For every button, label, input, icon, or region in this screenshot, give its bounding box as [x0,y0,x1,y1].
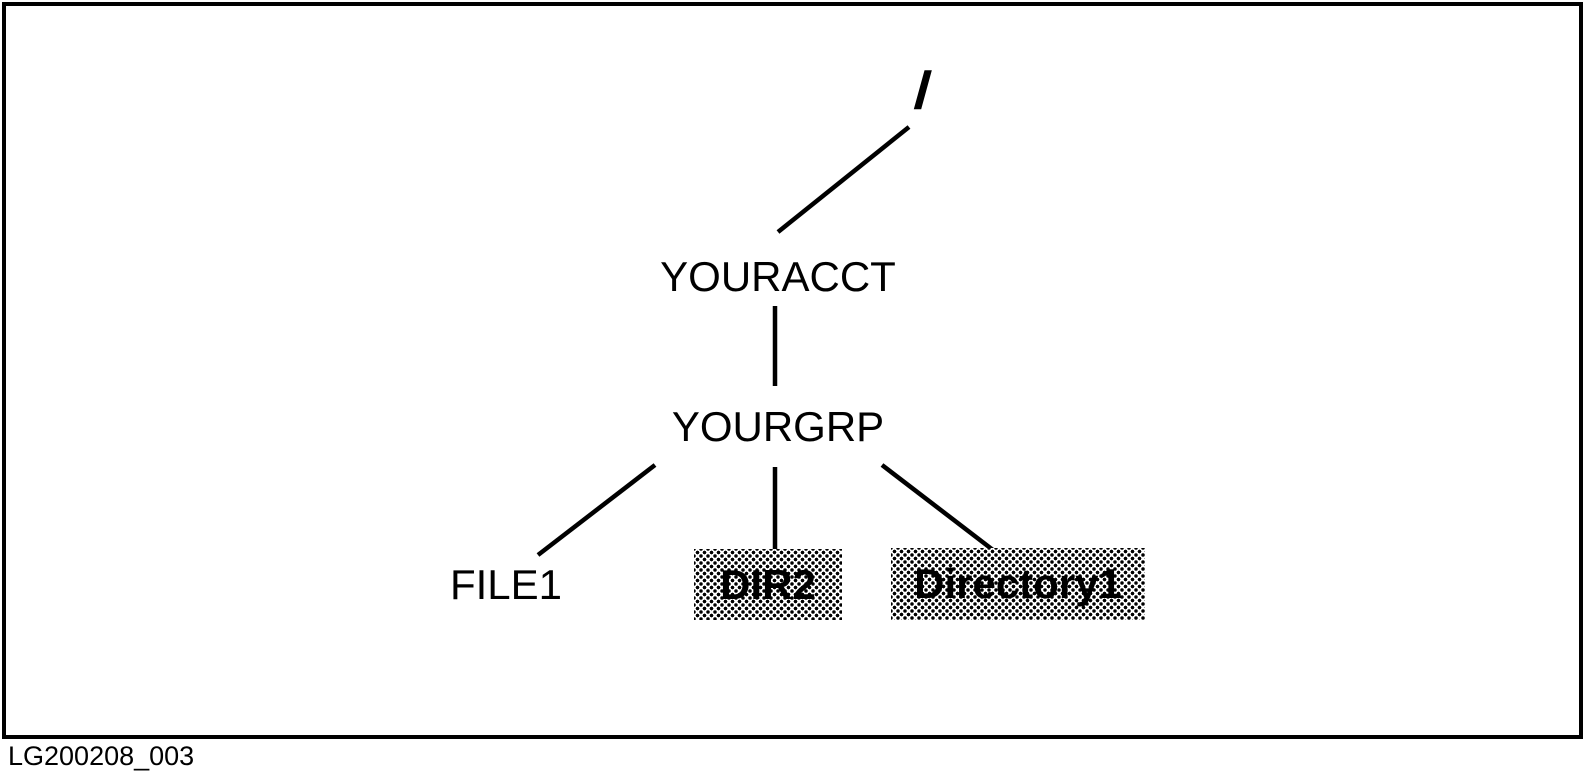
node-directory1-shaded-box: Directory1 [891,548,1145,620]
root-node-slash: / [916,64,928,117]
node-directory1-label: Directory1 [914,560,1122,607]
figure-border-frame [2,2,1583,739]
node-dir2-label: DIR2 [720,560,816,608]
figure-caption: LG200208_003 [8,741,195,771]
node-dir2-shaded-box: DIR2 [694,549,842,620]
node-file1: FILE1 [449,561,563,608]
node-yourgrp: YOURGRP [671,403,885,450]
node-youracct: YOURACCT [660,253,896,300]
